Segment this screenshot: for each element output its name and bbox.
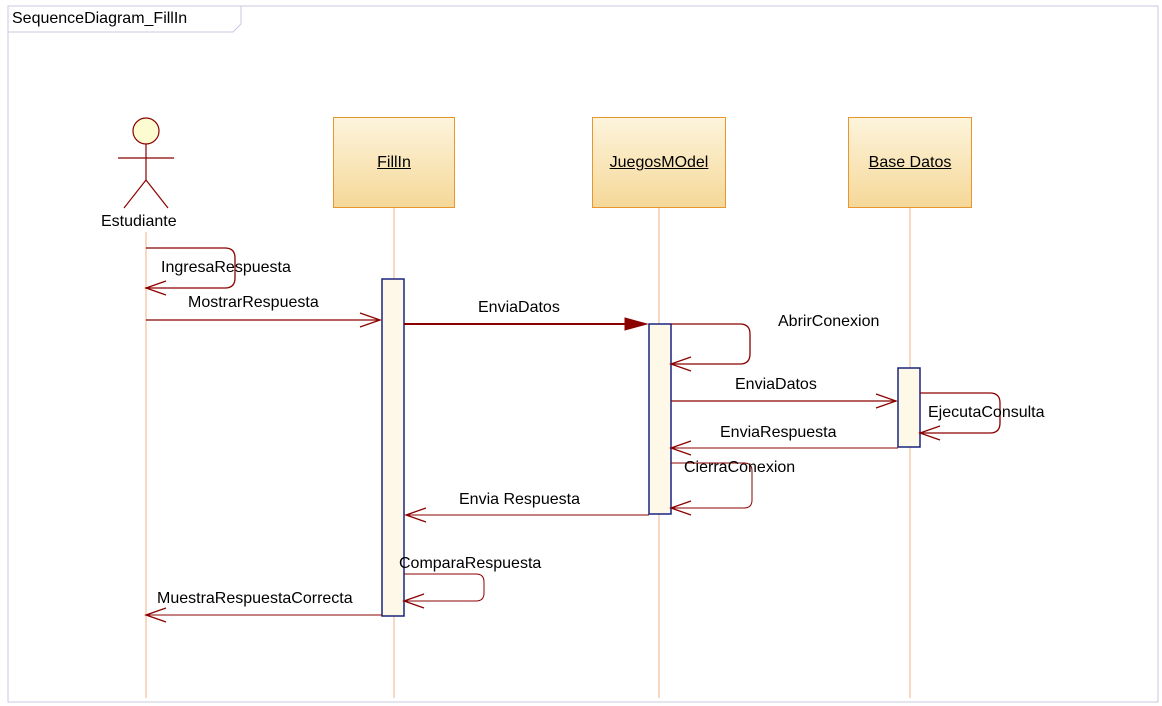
msg-ingresa-respuesta-line [146, 247, 236, 289]
fillin-activation [381, 278, 405, 617]
msg-muestra-respuesta-correcta-arrowhead [144, 607, 167, 623]
msg-envia-respuesta-arrowhead [669, 440, 692, 456]
actor-icon [118, 117, 174, 209]
msg-envia-datos-1-label[interactable]: EnviaDatos [478, 299, 560, 316]
msg-abrir-conexion-arrowhead [669, 356, 692, 372]
msg-muestra-respuesta-correcta-label[interactable]: MuestraRespuestaCorrecta [157, 590, 353, 607]
msg-envia-respuesta-2-label[interactable]: Envia Respuesta [459, 491, 580, 508]
msg-ingresa-respuesta-label[interactable]: IngresaRespuesta [161, 259, 291, 276]
msg-ejecuta-consulta-line [920, 392, 1001, 434]
frame-title-pentagon [8, 6, 242, 33]
diagram-frame [7, 5, 1159, 703]
basedatos-activation [897, 367, 921, 448]
msg-envia-datos-2-arrowhead [875, 393, 898, 409]
msg-cierra-conexion-label[interactable]: CierraConexion [684, 459, 796, 476]
msg-compara-respuesta-label[interactable]: ComparaRespuesta [399, 555, 542, 572]
frame-title: SequenceDiagram_FillIn [12, 10, 188, 27]
msg-ingresa-respuesta-arrowhead [144, 280, 167, 296]
msg-ejecuta-consulta-arrowhead [918, 425, 941, 441]
msg-cierra-conexion-line [671, 462, 753, 509]
msg-compara-respuesta-arrowhead [402, 593, 425, 609]
msg-envia-datos-1-arrowhead [624, 317, 649, 331]
juegosmodel-activation [648, 323, 672, 515]
msg-mostrar-respuesta-arrowhead [359, 312, 382, 328]
actor-label[interactable]: Estudiante [101, 213, 177, 230]
msg-cierra-conexion-arrowhead [669, 500, 692, 516]
msg-abrir-conexion-line [671, 323, 751, 365]
msg-ejecuta-consulta-label[interactable]: EjecutaConsulta [928, 404, 1045, 421]
msg-envia-respuesta-label[interactable]: EnviaRespuesta [720, 424, 837, 441]
lifeline-fillin[interactable]: FillIn [333, 117, 455, 208]
msg-abrir-conexion-label[interactable]: AbrirConexion [778, 313, 880, 330]
lifeline-basedatos[interactable]: Base Datos [848, 117, 972, 208]
msg-envia-respuesta-2-arrowhead [404, 507, 427, 523]
lifeline-juegosmodel[interactable]: JuegosMOdel [592, 117, 726, 208]
msg-compara-respuesta-line [404, 573, 485, 602]
msg-envia-datos-2-label[interactable]: EnviaDatos [735, 376, 817, 393]
msg-mostrar-respuesta-label[interactable]: MostrarRespuesta [188, 294, 319, 311]
